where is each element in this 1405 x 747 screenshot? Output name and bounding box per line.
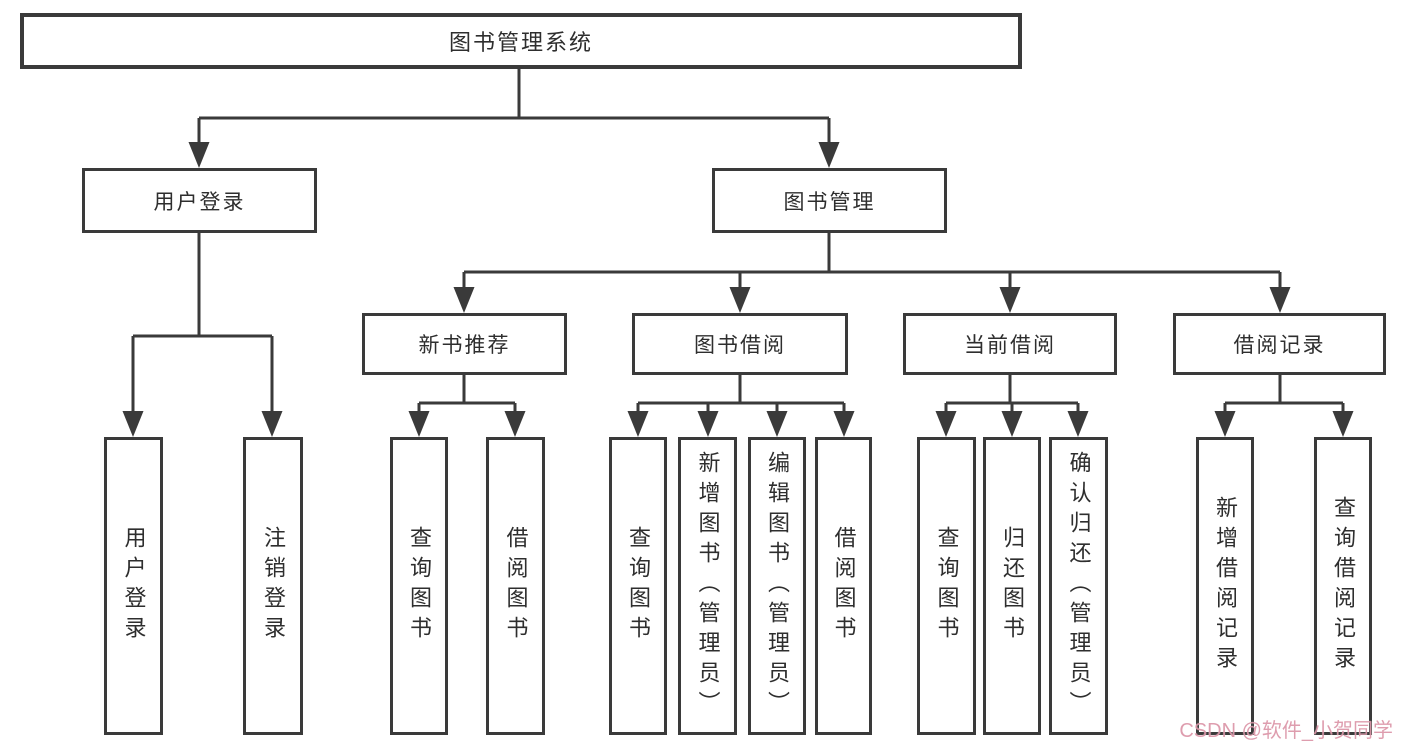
leaf-return-books: 归还图书 <box>983 437 1041 735</box>
node-label: 查询图书 <box>934 526 960 646</box>
node-label: 查询图书 <box>407 526 432 646</box>
leaf-query-borrow-record: 查询借阅记录 <box>1314 437 1372 735</box>
node-new-book-recommend: 新书推荐 <box>362 313 567 375</box>
node-label: 图书管理系统 <box>448 30 593 55</box>
node-label: 查询借阅记录 <box>1331 496 1356 676</box>
node-borrow-records: 借阅记录 <box>1173 313 1386 375</box>
node-label: 新增借阅记录 <box>1213 496 1238 676</box>
node-label: 当前借阅 <box>964 334 1056 357</box>
node-label: 借阅图书 <box>503 526 529 646</box>
node-book-borrowing: 图书借阅 <box>632 313 848 375</box>
leaf-query-books-current: 查询图书 <box>917 437 976 735</box>
leaf-edit-books-admin: 编辑图书（管理员） <box>748 437 806 735</box>
node-current-borrowing: 当前借阅 <box>903 313 1117 375</box>
node-label: 图书借阅 <box>694 334 786 357</box>
node-library-system: 图书管理系统 <box>20 13 1022 69</box>
node-label: 图书管理 <box>783 190 876 214</box>
node-user-login: 用户登录 <box>82 168 317 233</box>
leaf-add-books-admin: 新增图书（管理员） <box>678 437 737 735</box>
node-label: 新书推荐 <box>418 334 511 357</box>
node-label: 借阅图书 <box>831 526 857 646</box>
node-label: 归还图书 <box>1000 526 1025 646</box>
node-label: 编辑图书（管理员） <box>765 451 790 721</box>
csdn-watermark: CSDN @软件_小贺同学 <box>1179 720 1393 742</box>
node-label: 注销登录 <box>261 526 286 646</box>
node-label: 确认归还（管理员） <box>1066 451 1092 721</box>
node-label: 查询图书 <box>626 526 651 646</box>
node-label: 借阅记录 <box>1233 334 1326 357</box>
leaf-confirm-return-admin: 确认归还（管理员） <box>1049 437 1108 735</box>
node-label: 新增图书（管理员） <box>695 451 721 721</box>
leaf-borrow-books-recommend: 借阅图书 <box>486 437 545 735</box>
node-label: 用户登录 <box>121 526 147 646</box>
leaf-add-borrow-record: 新增借阅记录 <box>1196 437 1254 735</box>
leaf-user-login: 用户登录 <box>104 437 163 735</box>
node-book-management: 图书管理 <box>712 168 947 233</box>
leaf-borrow-books: 借阅图书 <box>815 437 872 735</box>
node-label: 用户登录 <box>153 190 246 214</box>
leaf-query-books-borrowing: 查询图书 <box>609 437 667 735</box>
leaf-logout: 注销登录 <box>243 437 303 735</box>
leaf-query-books-recommend: 查询图书 <box>390 437 448 735</box>
